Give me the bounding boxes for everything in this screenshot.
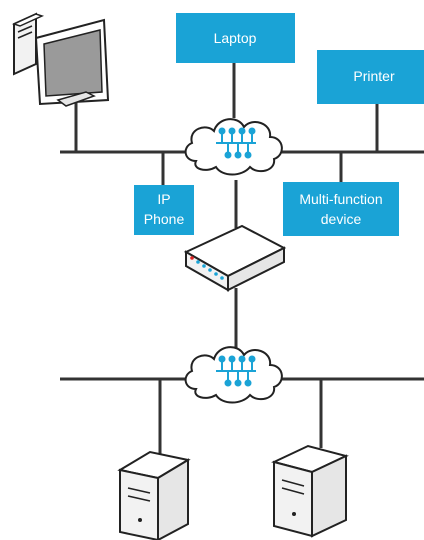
lower-hub-cloud-icon [184,346,283,404]
laptop-node: Laptop [176,13,295,63]
laptop-box [176,13,295,63]
ip-phone-label-line1: IP [157,191,170,207]
multifunction-label-line2: device [321,211,362,227]
ip-phone-label-line2: Phone [144,211,185,227]
upper-hub-cloud-icon [184,118,283,176]
ip-phone-node: IP Phone [134,185,194,235]
printer-box [317,50,424,104]
multifunction-node: Multi-function device [283,182,399,236]
desktop-computer-icon [11,12,110,107]
printer-node: Printer [317,50,424,104]
router-icon [183,224,287,292]
server-right-icon [271,444,349,538]
printer-label: Printer [353,68,395,84]
ip-phone-box [134,185,194,235]
server-left-icon [117,450,191,540]
multifunction-label-line1: Multi-function [299,191,382,207]
multifunction-box [283,182,399,236]
laptop-label: Laptop [214,30,257,46]
